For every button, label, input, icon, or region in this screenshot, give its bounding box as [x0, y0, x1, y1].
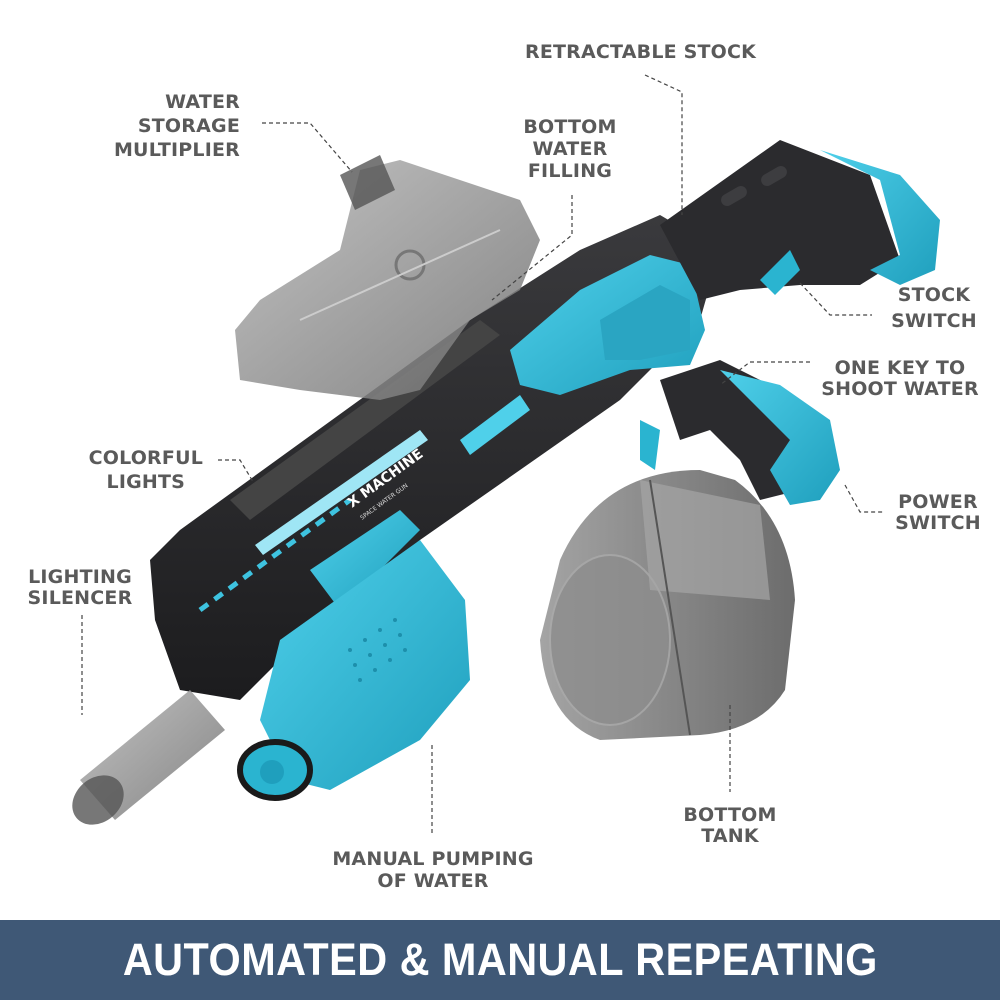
callout-stock-switch: STOCK SWITCH: [884, 283, 984, 333]
callout-line: RETRACTABLE STOCK: [525, 41, 757, 63]
callout-one-key-to-shoot-water: ONE KEY TO SHOOT WATER: [820, 357, 980, 401]
callout-bottom-water-filling: BOTTOM WATER FILLING: [515, 115, 625, 183]
callout-retractable-stock: RETRACTABLE STOCK: [525, 40, 756, 64]
callout-line: MANUAL PUMPING: [332, 848, 534, 870]
callout-line: ONE KEY TO: [834, 357, 966, 379]
water-storage-multiplier: [235, 155, 540, 400]
callout-water-storage-multiplier: WATER STORAGE MULTIPLIER: [114, 90, 240, 162]
callout-line: SWITCH: [895, 512, 981, 534]
callout-lighting-silencer: LIGHTING SILENCER: [25, 565, 135, 610]
callout-line: SILENCER: [27, 587, 133, 609]
callout-line: SWITCH: [891, 310, 977, 332]
callout-line: SHOOT WATER: [821, 378, 979, 400]
callout-bottom-tank: BOTTOM TANK: [675, 803, 785, 848]
callout-line: WATER: [532, 138, 608, 160]
pump-handguard: [237, 510, 470, 801]
lighting-silencer: [72, 690, 225, 825]
retractable-stock: [660, 140, 940, 300]
callout-line: WATER: [165, 91, 240, 113]
callout-line: POWER: [898, 491, 978, 513]
callout-line: STOCK: [897, 284, 971, 306]
callout-line: STORAGE: [137, 115, 240, 137]
feature-banner: AUTOMATED & MANUAL REPEATING: [0, 920, 1000, 1000]
banner-headline: AUTOMATED & MANUAL REPEATING: [122, 934, 878, 985]
callout-line: LIGHTING: [28, 566, 132, 588]
callout-line: OF WATER: [377, 870, 489, 892]
callout-line: BOTTOM: [683, 804, 777, 826]
callout-power-switch: POWER SWITCH: [888, 490, 988, 535]
pistol-grip: [640, 360, 840, 505]
callout-colorful-lights: COLORFUL LIGHTS: [89, 446, 203, 494]
callout-line: MULTIPLIER: [113, 139, 240, 161]
water-gun-illustration: X MACHINE SPACE WATER GUN: [72, 140, 940, 825]
callout-line: TANK: [701, 825, 759, 847]
callout-line: FILLING: [527, 160, 613, 182]
bottom-tank-drum: [540, 470, 795, 740]
callout-line: COLORFUL: [88, 447, 203, 469]
callout-line: BOTTOM: [523, 116, 617, 138]
callout-line: LIGHTS: [106, 471, 186, 493]
callout-manual-pumping-of-water: MANUAL PUMPING OF WATER: [318, 847, 548, 893]
gun-body: X MACHINE SPACE WATER GUN: [150, 215, 720, 700]
